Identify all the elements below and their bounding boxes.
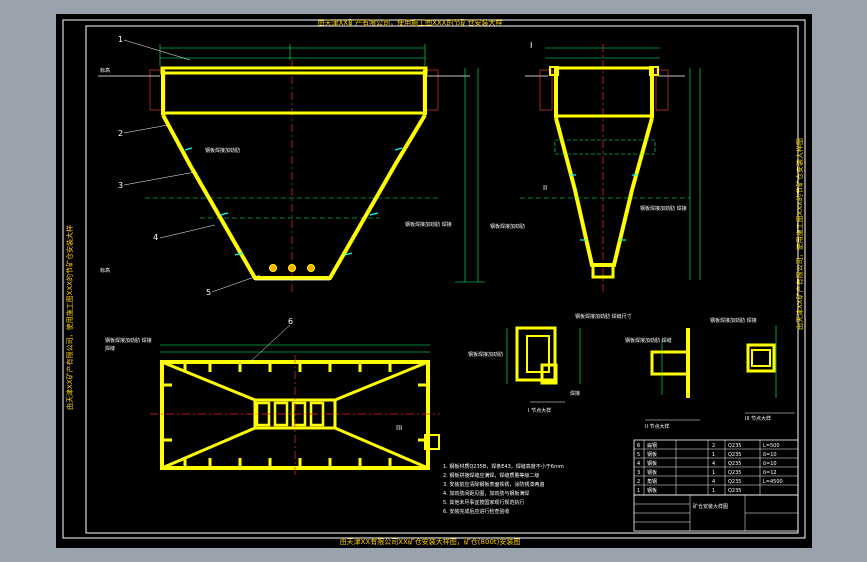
plan-note-2: 焊缝 [105, 345, 115, 352]
front-elevation [98, 44, 485, 292]
detail1-caption: I 节点大样 [528, 407, 551, 414]
bom-r4-c2: 钢板 [647, 469, 657, 476]
bom-r6-c2: 钢板 [647, 487, 657, 494]
note-front-top: 钢板焊接加劲肋 [205, 147, 240, 154]
detail2-caption: II 节点大样 [645, 423, 670, 430]
bom-rows: 6 扁钢 2 Q235 L=500 5 钢板 1 Q235 δ=10 4 钢板 … [637, 442, 783, 494]
roman-marker-2: II [543, 184, 547, 192]
elev-label-top: 标高 [100, 67, 110, 74]
detail3-caption: III 节点大样 [745, 415, 771, 422]
bom-r1-c2: 扁钢 [647, 442, 657, 449]
callout-4: 4 [153, 233, 158, 242]
detail3-top-label: 钢板焊接加劲肋 焊接 [710, 317, 757, 324]
bom-r3-c4: Q235 [728, 461, 741, 467]
note-line-6: 6. 安装完成后应进行检查验收 [443, 508, 509, 515]
bom-r3-c2: 钢板 [647, 460, 657, 467]
roman-marker-3: III [396, 424, 402, 432]
side-elevation [520, 44, 701, 295]
plan-view [150, 324, 440, 478]
bom-r3-c1: 4 [637, 461, 640, 467]
note-front-mid: 钢板焊接加劲肋 焊接 [405, 221, 452, 228]
left-side-title: 由天津XX矿产有限公司，使用施工图XXX的节矿仓安装大样 [65, 225, 74, 410]
bom-r4-c1: 3 [637, 470, 640, 476]
notes-block: 1. 钢板材质Q235B，焊条E43，焊缝高度不小于6mm 2. 钢板拼接焊缝应… [443, 463, 564, 515]
bom-r2-c3: 1 [712, 452, 715, 458]
detail1-right-label: 焊接 [570, 390, 580, 397]
bom-r5-c5: L=4500 [763, 479, 783, 485]
note-line-1: 1. 钢板材质Q235B，焊条E43，焊缝高度不小于6mm [443, 463, 564, 470]
bom-r1-c1: 6 [637, 443, 640, 449]
bottom-title: 由天津XX有限公司XX矿仓安装大样图，矿仓(800t)安装图 [340, 537, 521, 546]
bom-r4-c5: δ=12 [763, 470, 777, 476]
detail-2 [645, 328, 700, 421]
bom-r2-c5: δ=10 [763, 452, 777, 458]
bom-r5-c2: 角钢 [647, 478, 657, 485]
bom-r5-c3: 4 [712, 479, 715, 485]
bom-r6-c4: Q235 [728, 488, 741, 494]
title-block-name: 矿仓安装大样图 [693, 503, 728, 510]
bom-r3-c5: δ=10 [763, 461, 777, 467]
bom-r4-c3: 1 [712, 470, 715, 476]
bom-r2-c2: 钢板 [647, 451, 657, 458]
elev-label-bottom: 标高 [100, 267, 110, 274]
callout-3: 3 [118, 181, 123, 190]
inner-border [85, 25, 799, 534]
bom-r5-c1: 2 [637, 479, 640, 485]
bom-r6-c3: 1 [712, 488, 715, 494]
bom-r1-c4: Q235 [728, 443, 741, 449]
callout-1: 1 [118, 35, 123, 44]
callout-6: 6 [288, 317, 293, 326]
detail1-left-label: 钢板焊接加劲肋 [468, 351, 503, 358]
bom-r1-c3: 2 [712, 443, 715, 449]
note-side-left: 钢板焊接加劲肋 [490, 223, 525, 230]
detail2-top-label: 钢板焊接加劲肋 焊缝 [625, 337, 672, 344]
note-line-4: 4. 加劲肋间距见图，加劲肋与钢板满焊 [443, 490, 529, 497]
outer-border [62, 19, 806, 539]
drawing-canvas[interactable]: 由天津XX矿产有限公司，使用施工图XXX的节矿仓安装大样 由天津XX有限公司XX… [56, 14, 812, 548]
note-line-2: 2. 钢板拼接焊缝应满焊，焊缝质量等级二级 [443, 472, 539, 479]
detail-3 [745, 325, 795, 414]
bom-r2-c4: Q235 [728, 452, 741, 458]
bom-r5-c4: Q235 [728, 479, 741, 485]
plan-note: 钢板焊接加劲肋 焊接 [105, 337, 152, 344]
bom-r3-c3: 4 [712, 461, 715, 467]
right-side-title: 由天津XX矿产有限公司，使用施工图XXX的节矿仓安装大样图 [795, 138, 804, 330]
front-callouts [123, 39, 261, 293]
callout-5: 5 [206, 288, 211, 297]
callout-2: 2 [118, 129, 123, 138]
bom-r4-c4: Q235 [728, 470, 741, 476]
title-block [633, 494, 799, 532]
note-line-5: 5. 其他未尽事宜按国家现行规范执行 [443, 499, 524, 506]
bom-r1-c5: L=500 [763, 443, 780, 449]
detail1-top-label: 钢板焊接加劲肋 焊缝尺寸 [575, 313, 632, 320]
bom-r6-c1: 1 [637, 488, 640, 494]
roman-marker-1: I [530, 41, 532, 50]
note-line-3: 3. 安装前应清除钢板表面铁锈，涂防锈漆两遍 [443, 481, 544, 488]
bom-r2-c1: 5 [637, 452, 640, 458]
top-title: 由天津XX矿产有限公司，使用施工图XXX的节矿仓安装大样 [318, 18, 503, 27]
note-side-right: 钢板焊接加劲肋 焊接 [640, 205, 687, 212]
detail-1 [506, 326, 581, 403]
